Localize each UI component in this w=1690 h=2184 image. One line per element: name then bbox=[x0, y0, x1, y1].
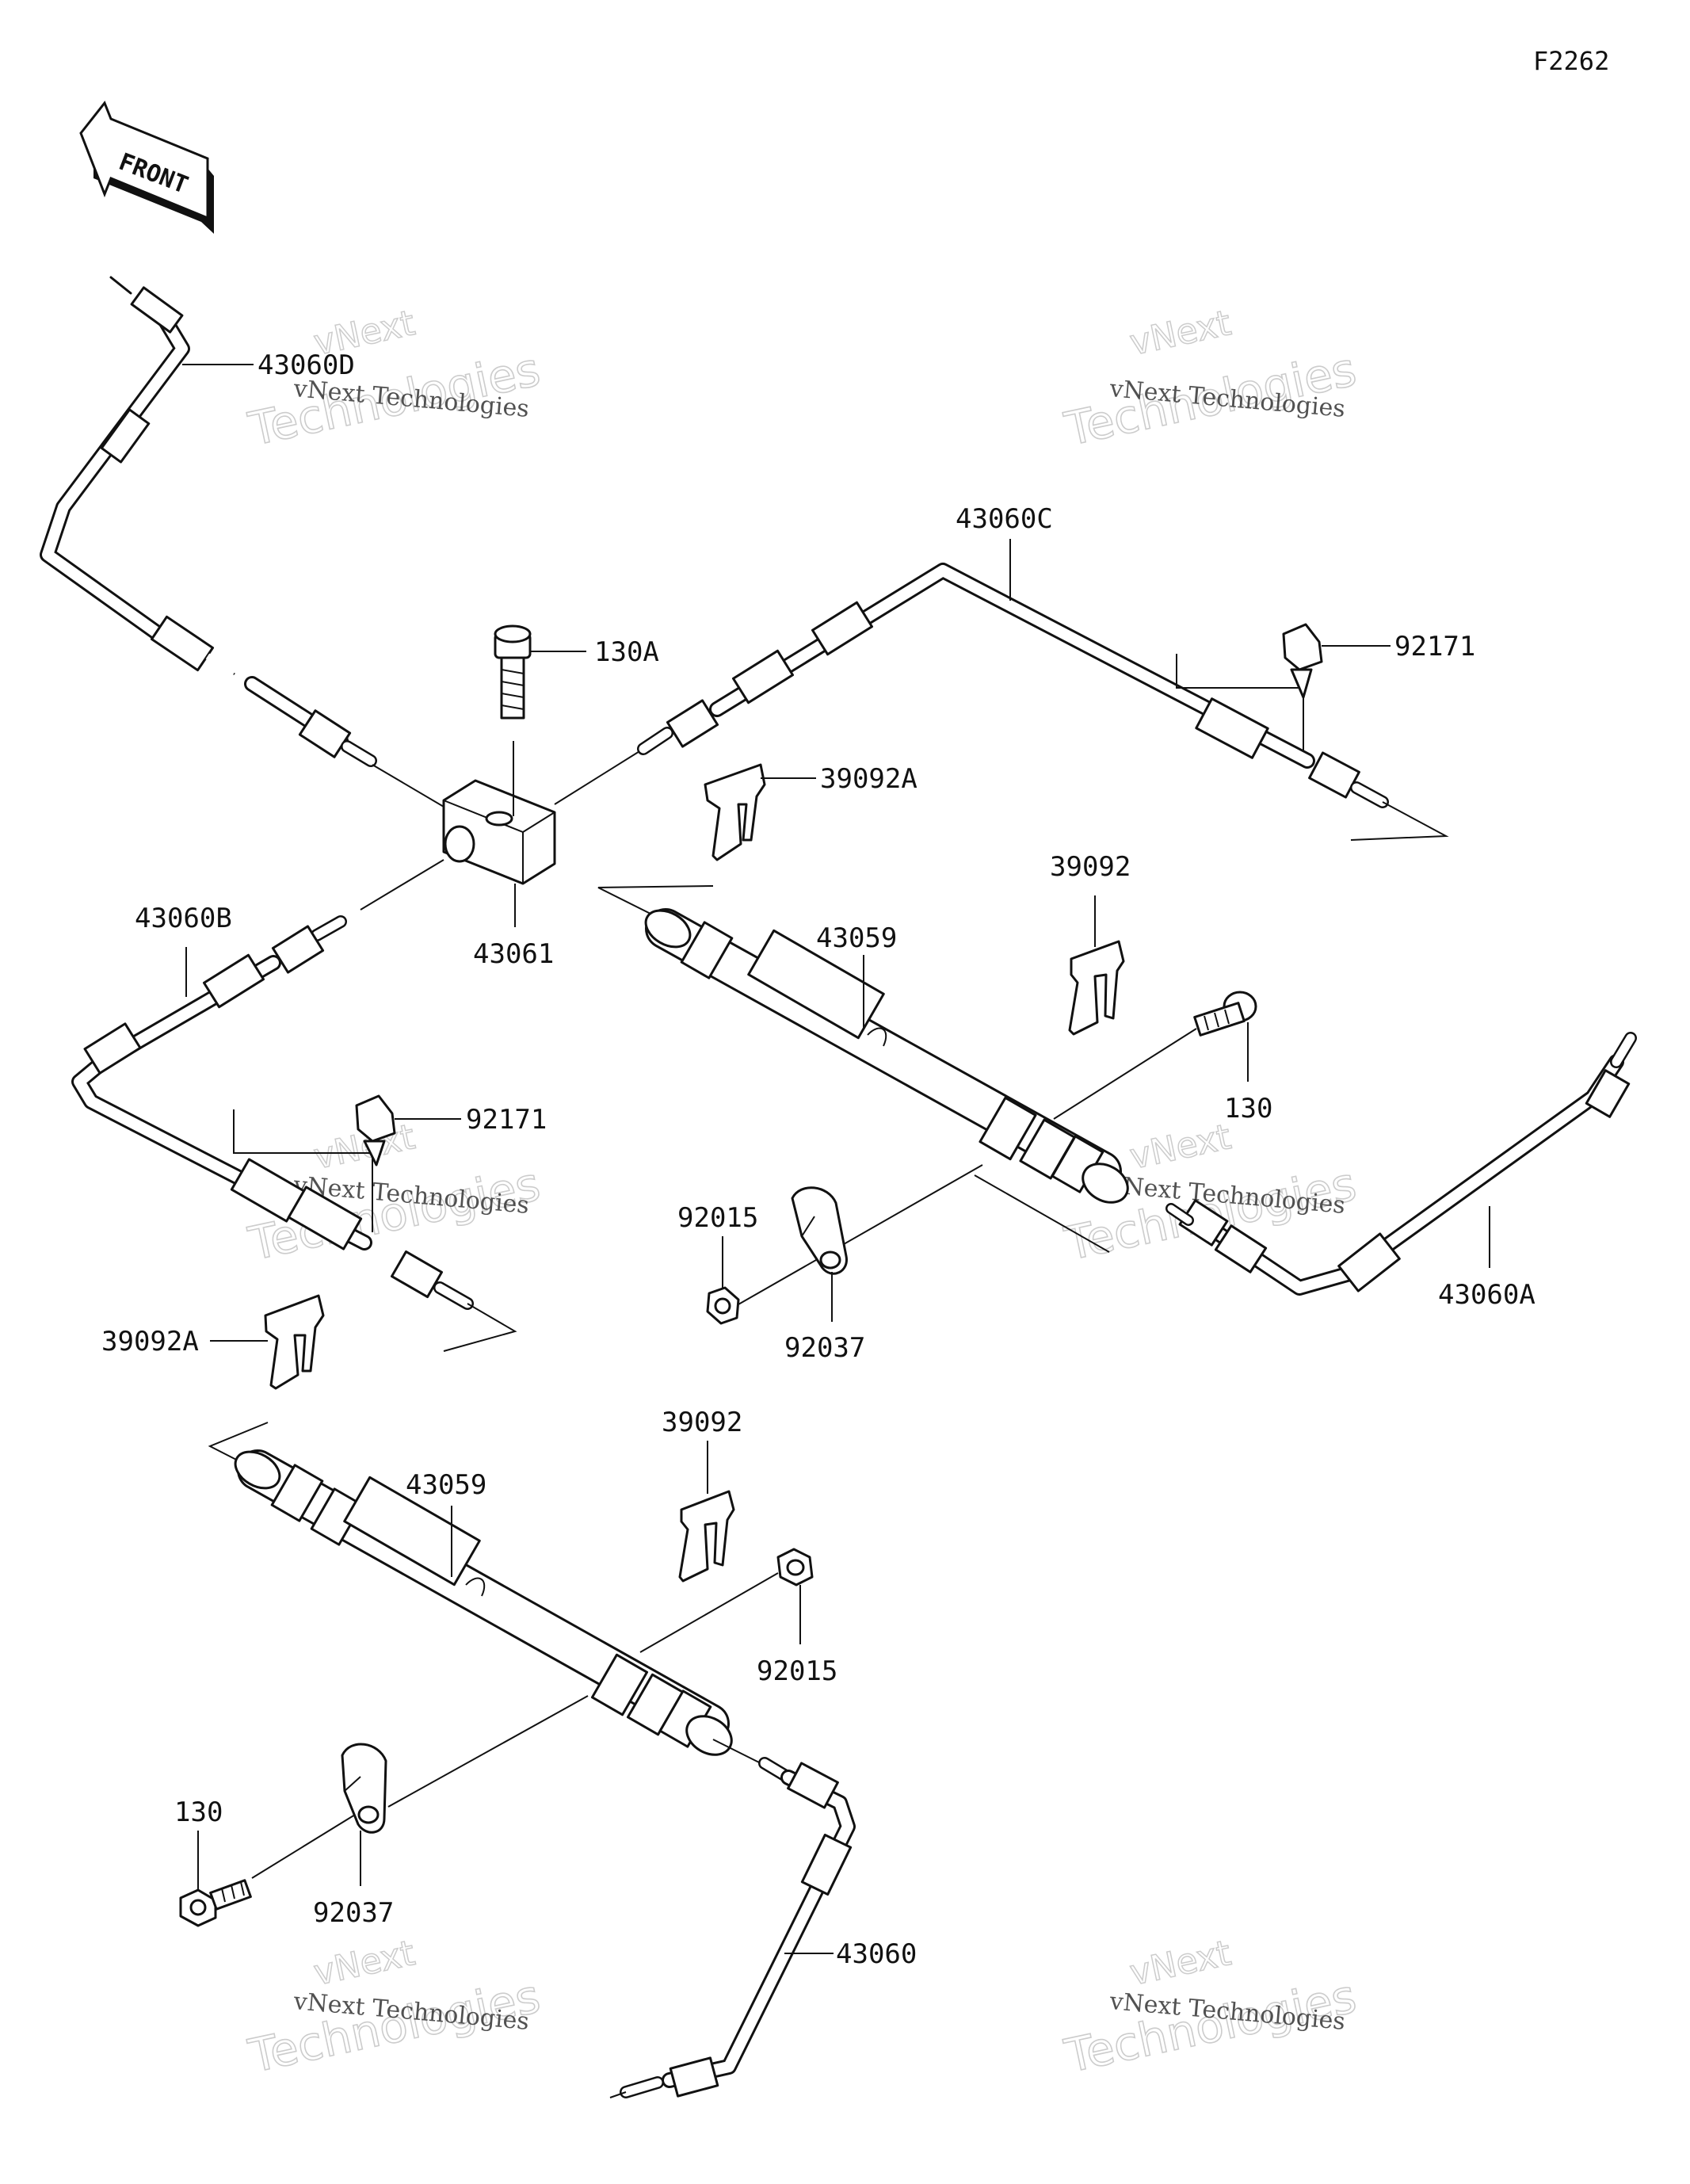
label-130-upper: 130 bbox=[1224, 1093, 1272, 1124]
nut-92015-upper[interactable] bbox=[706, 1286, 740, 1325]
watermark-top-right: vNext Technologies vNext Technologies bbox=[1059, 302, 1361, 456]
label-43060A: 43060A bbox=[1438, 1279, 1535, 1311]
label-92171-left: 92171 bbox=[466, 1104, 547, 1136]
label-92171-upper: 92171 bbox=[1394, 631, 1475, 662]
bolt-130A[interactable] bbox=[494, 624, 532, 720]
front-arrow-icon: FRONT bbox=[79, 101, 214, 234]
label-39092A-left: 39092A bbox=[101, 1326, 199, 1357]
clip-92171-upper[interactable] bbox=[1282, 623, 1323, 699]
label-43059-lower: 43059 bbox=[406, 1469, 486, 1501]
brake-joint-43061[interactable] bbox=[442, 779, 556, 885]
bolt-130-upper[interactable] bbox=[1193, 991, 1257, 1037]
label-43060C: 43060C bbox=[956, 503, 1053, 535]
brake-pipe-43060A bbox=[974, 1032, 1637, 1296]
figure-code: F2262 bbox=[1533, 46, 1609, 76]
svg-text:vNext: vNext bbox=[1127, 303, 1234, 364]
clamp-92037-lower[interactable] bbox=[341, 1743, 387, 1834]
label-130A: 130A bbox=[594, 636, 659, 668]
label-43060B: 43060B bbox=[135, 903, 232, 934]
brake-pipe-43060C bbox=[554, 563, 1449, 841]
label-130-lower: 130 bbox=[174, 1796, 223, 1828]
label-43061: 43061 bbox=[473, 938, 554, 970]
brake-hose-43059-lower bbox=[208, 1422, 733, 1756]
brake-pipe-43060B bbox=[71, 859, 517, 1352]
svg-text:vNext: vNext bbox=[1127, 1117, 1234, 1178]
label-43059-upper: 43059 bbox=[816, 922, 897, 954]
clip-92171-left[interactable] bbox=[355, 1094, 396, 1166]
watermark-bottom-right: vNext Technologies vNext Technologies bbox=[1059, 1932, 1361, 2083]
label-43060: 43060 bbox=[836, 1938, 917, 1970]
clip-39092-lower[interactable] bbox=[678, 1490, 735, 1583]
label-92015-lower: 92015 bbox=[757, 1655, 837, 1687]
label-92037-lower: 92037 bbox=[313, 1897, 394, 1929]
brake-pipe-43060 bbox=[609, 1739, 856, 2098]
label-39092-upper: 39092 bbox=[1050, 851, 1131, 883]
nut-92015-lower[interactable] bbox=[776, 1548, 814, 1586]
label-92037-upper: 92037 bbox=[784, 1332, 865, 1364]
clip-39092A-left[interactable] bbox=[264, 1294, 325, 1390]
bolt-130-lower[interactable] bbox=[179, 1879, 252, 1927]
watermark-bottom-left: vNext Technologies vNext Technologies bbox=[243, 1932, 545, 2083]
clip-39092-upper[interactable] bbox=[1068, 940, 1125, 1036]
brake-pipe-43060D bbox=[40, 276, 377, 767]
brake-hose-43059-upper bbox=[597, 885, 1129, 1204]
clip-39092A-upper[interactable] bbox=[704, 763, 766, 861]
label-39092A-upper: 39092A bbox=[820, 763, 917, 795]
svg-text:vNext: vNext bbox=[311, 1933, 418, 1994]
label-92015-upper: 92015 bbox=[677, 1202, 758, 1234]
svg-text:vNext: vNext bbox=[1127, 1933, 1234, 1994]
clamp-92037-upper[interactable] bbox=[791, 1186, 848, 1275]
label-43060D: 43060D bbox=[258, 349, 355, 381]
label-39092-lower: 39092 bbox=[662, 1407, 742, 1438]
